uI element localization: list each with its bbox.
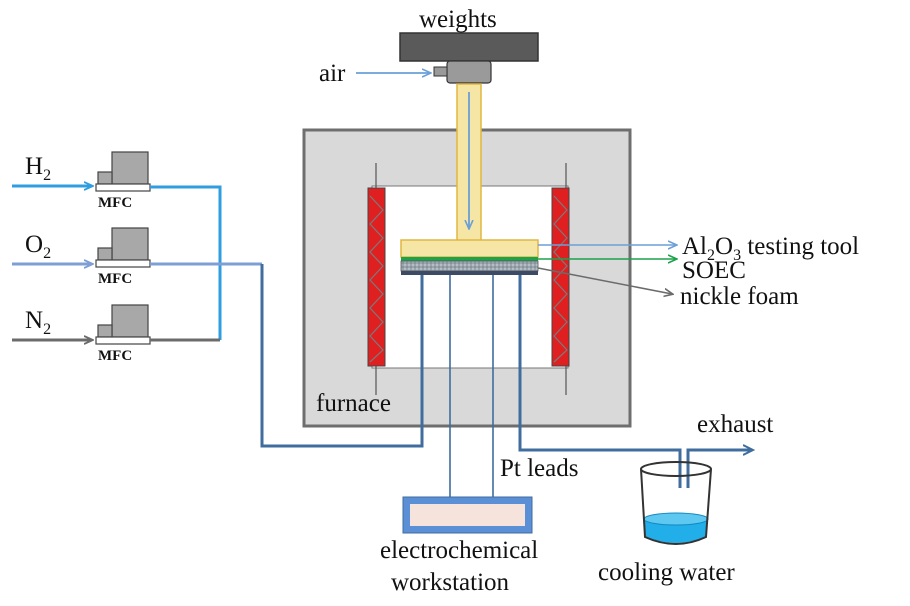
o2-feed-line: [260, 264, 424, 448]
weights-connector: [433, 66, 448, 77]
exhaust-outlet-line: [686, 450, 752, 488]
soec-cell: [401, 257, 538, 261]
furnace-label: furnace: [316, 390, 391, 417]
soec-label: SOEC: [682, 257, 746, 284]
weights-block: [399, 32, 539, 62]
h2-label: H2: [25, 153, 51, 184]
mfc-n2: MFC: [95, 304, 151, 364]
beaker-rim: [640, 461, 712, 477]
cooling-water-beaker: [640, 461, 712, 545]
weights-label: weights: [419, 6, 497, 33]
n2-label: N2: [25, 307, 51, 338]
heater-left: [367, 187, 386, 367]
mfc-h2: MFC: [95, 151, 151, 211]
gas-inlets: H2 O2 N2 MFC MFC MFC: [12, 151, 262, 364]
workstation-label-line1: electrochemical: [380, 537, 538, 564]
water-surface: [643, 512, 709, 526]
exhaust-line: [518, 275, 682, 488]
pt-leads-label: Pt leads: [500, 455, 578, 482]
heater-coil-left: [369, 195, 384, 363]
electrochemical-workstation: [402, 496, 533, 534]
o2-label: O2: [25, 231, 51, 262]
testing-tool-label: Al2O3 testing tool: [682, 233, 859, 264]
heater-coil-right: [553, 195, 568, 363]
mfc-h2-label: MFC: [98, 195, 132, 211]
exhaust-label: exhaust: [697, 411, 773, 438]
nickle-foam-label: nickle foam: [680, 283, 799, 310]
nickle-foam-pointer: [537, 267, 672, 294]
testing-tool-plate: [400, 239, 539, 258]
air-label: air: [319, 60, 346, 87]
testing-tool: [400, 83, 539, 258]
mfc-n2-label: MFC: [98, 348, 132, 364]
mfc-o2: MFC: [95, 227, 151, 287]
weights-collar: [446, 60, 492, 84]
weights-assembly: weights air: [319, 6, 539, 87]
beaker-walls: [640, 468, 712, 545]
h2-line: [150, 185, 222, 340]
workstation-label-line2: workstation: [391, 569, 510, 596]
nickle-foam: [400, 260, 539, 272]
cooling-water-label: cooling water: [598, 559, 735, 586]
mfc-o2-label: MFC: [98, 271, 132, 287]
heater-right: [551, 187, 570, 367]
support-plate: [401, 271, 538, 275]
